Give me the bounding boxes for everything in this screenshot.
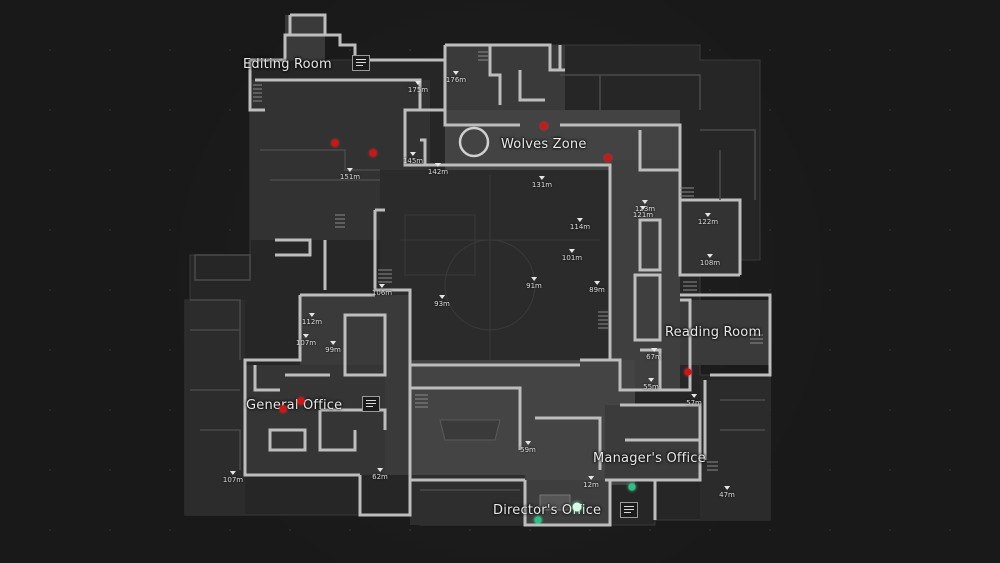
- distance-marker: 121m: [633, 206, 653, 219]
- distance-marker: 145m: [403, 152, 423, 165]
- distance-marker: 112m: [302, 313, 322, 326]
- distance-marker: 12m: [583, 476, 599, 489]
- distance-marker: 89m: [589, 281, 605, 294]
- enemy-marker[interactable]: [604, 154, 612, 162]
- enemy-marker[interactable]: [684, 368, 692, 376]
- distance-marker: 91m: [526, 277, 542, 290]
- teammate-marker[interactable]: [534, 516, 542, 524]
- distance-marker: 67m: [646, 348, 662, 361]
- distance-marker: 59m: [520, 441, 536, 454]
- distance-marker: 101m: [562, 249, 582, 262]
- distance-marker: 99m: [325, 341, 341, 354]
- enemy-marker[interactable]: [369, 149, 377, 157]
- distance-marker: 47m: [719, 486, 735, 499]
- enemy-marker[interactable]: [540, 122, 548, 130]
- room-label-managers-office[interactable]: Manager's Office: [593, 451, 706, 466]
- enemy-marker[interactable]: [279, 405, 287, 413]
- room-label-editing-room[interactable]: Editing Room: [243, 57, 332, 72]
- distance-marker: 107m: [296, 334, 316, 347]
- document-icon: [352, 55, 370, 71]
- room-label-wolves-zone[interactable]: Wolves Zone: [501, 137, 587, 152]
- distance-marker: 142m: [428, 163, 448, 176]
- distance-marker: 151m: [340, 168, 360, 181]
- wolves-zone-circle-marker: [458, 126, 490, 158]
- interior-walls: [190, 74, 765, 491]
- distance-marker: 57m: [686, 394, 702, 407]
- enemy-marker[interactable]: [297, 397, 305, 405]
- player-position-marker[interactable]: [572, 502, 582, 512]
- distance-marker: 106m: [372, 284, 392, 297]
- teammate-marker[interactable]: [628, 483, 636, 491]
- enemy-marker[interactable]: [331, 139, 339, 147]
- distance-marker: 175m: [408, 81, 428, 94]
- distance-marker: 122m: [698, 213, 718, 226]
- document-icon: [620, 502, 638, 518]
- distance-marker: 107m: [223, 471, 243, 484]
- distance-marker: 93m: [434, 295, 450, 308]
- room-label-general-office[interactable]: General Office: [246, 398, 343, 413]
- distance-marker: 176m: [446, 71, 466, 84]
- document-icon: [362, 396, 380, 412]
- distance-marker: 62m: [372, 468, 388, 481]
- distance-marker: 108m: [700, 254, 720, 267]
- room-label-directors-office[interactable]: Director's Office: [493, 503, 602, 518]
- room-label-reading-room[interactable]: Reading Room: [665, 325, 762, 340]
- distance-marker: 55m: [643, 378, 659, 391]
- stairs: [253, 51, 763, 471]
- distance-marker: 114m: [570, 218, 590, 231]
- distance-marker: 131m: [532, 176, 552, 189]
